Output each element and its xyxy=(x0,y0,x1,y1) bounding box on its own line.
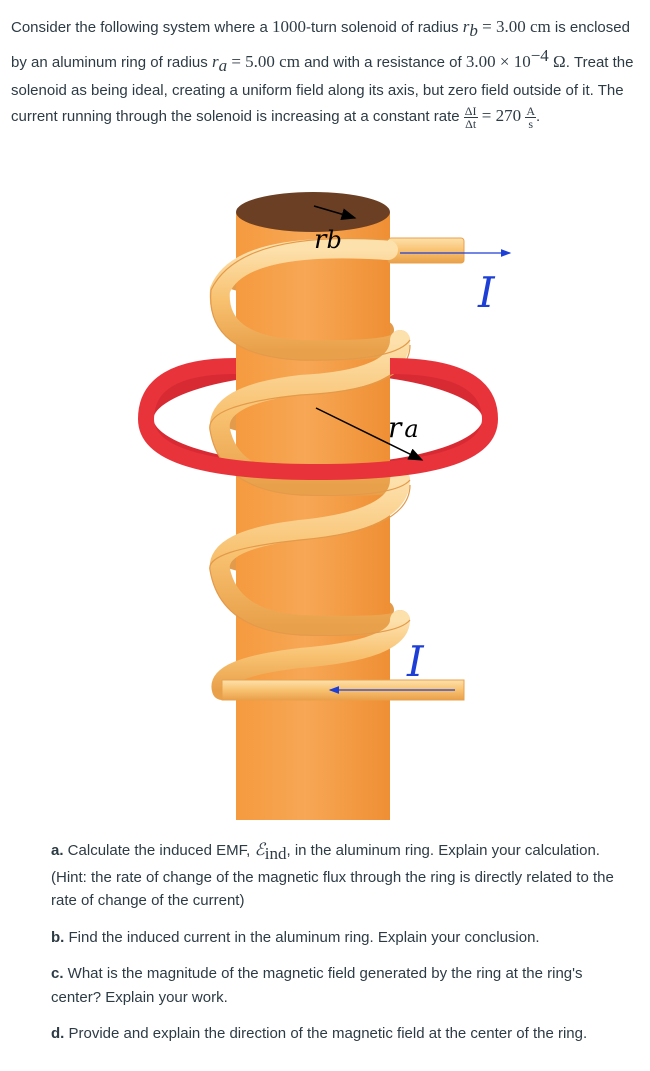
rb-symbol: r xyxy=(462,17,470,36)
questions: a. Calculate the induced EMF, ℰind, in t… xyxy=(51,838,631,1059)
question-b: b. Find the induced current in the alumi… xyxy=(51,928,540,946)
question-c: c. What is the magnitude of the magnetic… xyxy=(51,965,583,1006)
rb-value: = 3.00 cm xyxy=(477,17,551,36)
question-a: a. Calculate the induced EMF, ℰind, in t… xyxy=(51,840,614,909)
ra-value: = 5.00 cm xyxy=(227,52,300,71)
intro-text: . Treat the solenoid as being ideal, cre… xyxy=(11,54,634,125)
intro-text: Consider the following system where a xyxy=(11,19,272,36)
rb-subscript: b xyxy=(469,21,478,40)
intro-text: and with a resistance of xyxy=(299,54,462,71)
ra-arrow xyxy=(315,407,424,461)
resistance-exponent: −4 xyxy=(530,46,549,65)
rb-arrow xyxy=(313,205,357,220)
ra-symbol: r xyxy=(211,52,219,71)
rate-value: = 270 xyxy=(477,106,526,125)
rate-denominator: Δt xyxy=(465,116,477,131)
label-rb: rb xyxy=(314,225,342,255)
label-current-bottom: I xyxy=(406,637,425,686)
resistance-unit: Ω xyxy=(548,52,566,71)
intro-text: . xyxy=(536,108,541,125)
question-d: d. Provide and explain the direction of … xyxy=(51,1025,588,1042)
coil-top-lead xyxy=(387,237,465,264)
intro-text: -turn solenoid of radius xyxy=(305,19,463,36)
emf-symbol: ℰ xyxy=(254,840,265,859)
rate-unit-numerator: A xyxy=(525,103,537,118)
emf-subscript: ind xyxy=(264,844,287,863)
rate-numerator: ΔI xyxy=(463,103,478,118)
resistance-value: 3.00 × 10 xyxy=(465,52,531,71)
turns-value: 1000 xyxy=(271,17,306,36)
ra-subscript: a xyxy=(218,56,228,75)
label-current-top: I xyxy=(477,268,496,317)
solenoid-top xyxy=(236,192,390,232)
rate-unit-denominator: s xyxy=(528,116,534,131)
coil-front xyxy=(209,238,410,700)
aluminum-ring-front xyxy=(138,418,498,481)
problem-statement: Consider the following system where a 10… xyxy=(11,14,641,130)
intro-text: is enclosed by an aluminum ring of radiu… xyxy=(11,19,630,71)
